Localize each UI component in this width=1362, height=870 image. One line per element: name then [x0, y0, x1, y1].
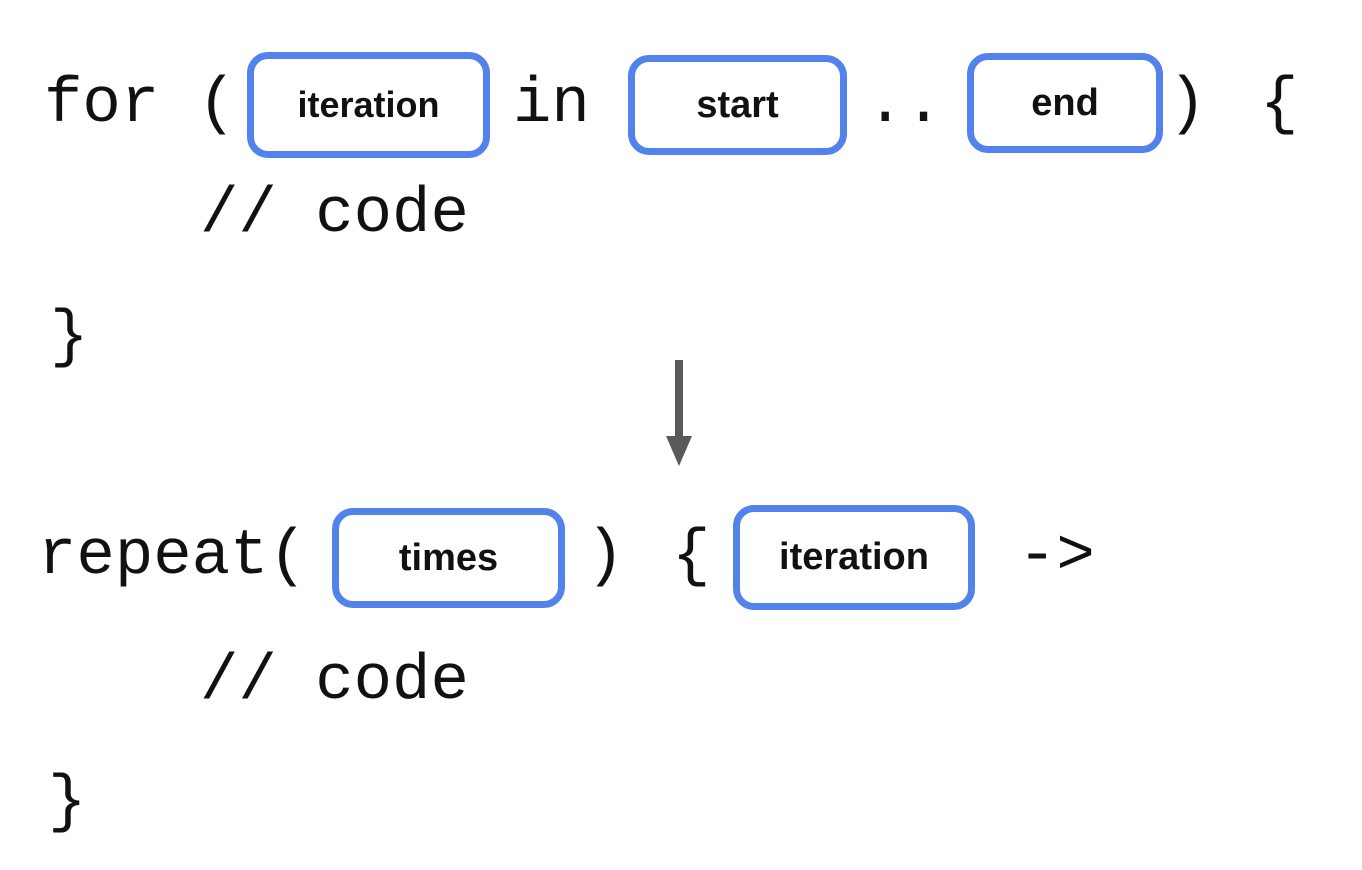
slot-end: end — [967, 53, 1163, 153]
open-brace-after: { — [672, 521, 711, 593]
down-arrow-icon — [666, 360, 692, 466]
body-comment-after: // code — [200, 646, 469, 718]
close-paren-before: ) — [1168, 69, 1207, 141]
slot-iteration-after-label: iteration — [779, 536, 929, 578]
closing-brace-before: } — [50, 302, 89, 374]
range-dots: .. — [866, 69, 943, 141]
slot-start: start — [628, 55, 847, 155]
slot-times: times — [332, 508, 565, 608]
slot-end-label: end — [1031, 81, 1099, 124]
slot-iteration-before: iteration — [247, 52, 490, 158]
for-keyword: for ( — [44, 69, 237, 141]
slot-start-label: start — [696, 83, 779, 126]
close-paren-after: ) — [586, 521, 625, 593]
slot-iteration-after: iteration — [733, 505, 975, 610]
lambda-arrow: -> — [1018, 521, 1095, 593]
slot-iteration-before-label: iteration — [297, 84, 440, 125]
slot-times-label: times — [398, 536, 499, 579]
in-keyword: in — [513, 69, 590, 141]
open-brace-before: { — [1260, 69, 1299, 141]
closing-brace-after: } — [48, 767, 87, 839]
body-comment-before: // code — [200, 179, 469, 251]
repeat-keyword: repeat( — [38, 521, 307, 593]
